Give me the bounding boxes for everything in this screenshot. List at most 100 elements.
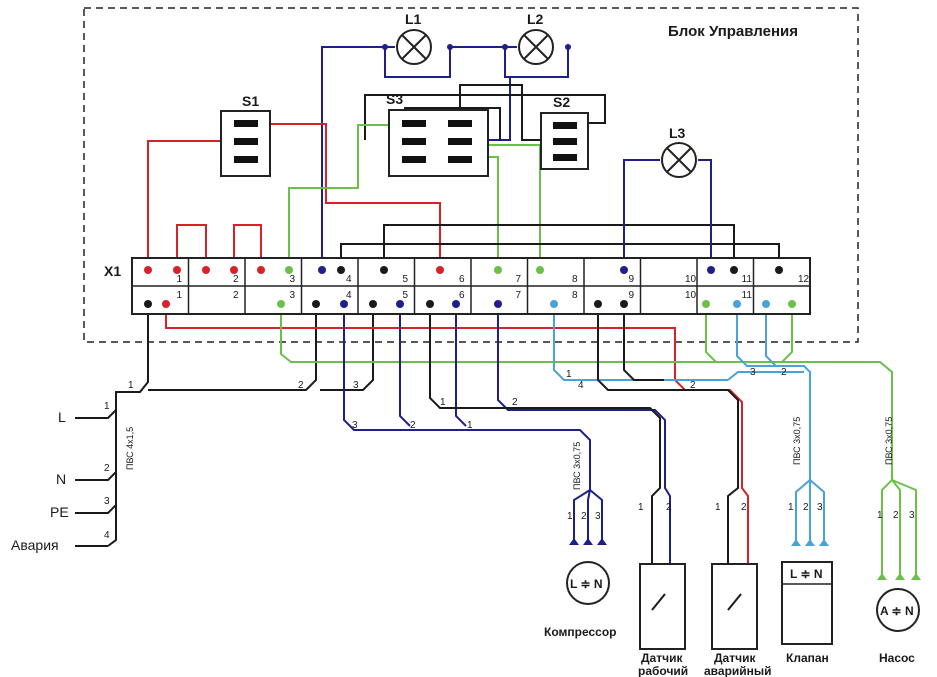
switch-s2-contacts xyxy=(553,122,577,161)
wire-black-bus xyxy=(340,224,780,268)
terminal-bottom-3: 3 xyxy=(290,290,296,301)
terminal-bottom-7: 7 xyxy=(516,290,522,301)
terminal-dot-top xyxy=(707,266,715,274)
harness-sensor-2: 2 xyxy=(512,397,518,408)
svg-text:2: 2 xyxy=(803,502,809,513)
harness-blue-1: 1 xyxy=(467,420,473,431)
svg-text:1: 1 xyxy=(638,502,644,513)
terminal-dot-bottom xyxy=(550,300,558,308)
sensor-work-contact xyxy=(651,593,666,611)
harness-main-3: 3 xyxy=(353,380,359,391)
terminal-dot-top xyxy=(380,266,388,274)
terminal-dot-top xyxy=(257,266,265,274)
terminal-dot-top xyxy=(202,266,210,274)
terminal-top-7: 7 xyxy=(516,274,522,285)
terminal-top-9: 9 xyxy=(629,274,635,285)
input-wire-3: 3 xyxy=(104,496,110,507)
terminal-dot-top xyxy=(536,266,544,274)
terminal-bottom-9: 9 xyxy=(629,290,635,301)
pump-motor xyxy=(876,588,920,632)
terminal-dot-bottom xyxy=(396,300,404,308)
terminal-dot-bottom xyxy=(144,300,152,308)
harness-mid-1: 1 xyxy=(566,369,572,380)
sensor-work-pins: 1 2 xyxy=(638,502,672,513)
sensor-work-caption-2: рабочий xyxy=(638,664,688,677)
harness-mid-4: 4 xyxy=(578,380,584,391)
sensor-alarm-caption-1: Датчик xyxy=(714,651,756,665)
svg-text:2: 2 xyxy=(741,502,747,513)
svg-text:3: 3 xyxy=(817,502,823,513)
terminal-top-8: 8 xyxy=(572,274,578,285)
input-wire-4: 4 xyxy=(104,530,110,541)
input-l-label: L xyxy=(58,409,66,425)
harness-right-3: 3 xyxy=(750,367,756,378)
harness-blue-3: 3 xyxy=(352,420,358,431)
wire-green-pump xyxy=(280,302,917,575)
valve-cable-label: ПВС 3х0,75 xyxy=(792,417,802,465)
switch-s2-label: S2 xyxy=(553,94,570,110)
harness-sensor-1: 1 xyxy=(440,397,446,408)
svg-text:2: 2 xyxy=(893,510,899,521)
valve-box xyxy=(781,561,833,645)
wire-blue-lamp-loop xyxy=(321,46,569,264)
terminal-top-4: 4 xyxy=(346,274,352,285)
control-unit-border xyxy=(83,7,859,343)
valve-pins: 1 2 3 xyxy=(788,502,823,513)
terminal-dot-bottom xyxy=(702,300,710,308)
terminal-bottom-6: 6 xyxy=(459,290,465,301)
valve-caption: Клапан xyxy=(786,651,829,665)
sensor-alarm-caption-2: аварийный xyxy=(704,664,772,677)
terminal-dot-bottom xyxy=(494,300,502,308)
valve-symbol: L ≑ N xyxy=(790,567,823,581)
terminal-dot-top xyxy=(620,266,628,274)
svg-text:3: 3 xyxy=(595,511,601,522)
pump-symbol: A ≑ N xyxy=(880,604,914,618)
input-alarm-label: Авария xyxy=(11,537,59,553)
sensor-alarm-box xyxy=(711,563,758,650)
svg-text:1: 1 xyxy=(788,502,794,513)
svg-text:3: 3 xyxy=(909,510,915,521)
lamp-l3-label: L3 xyxy=(669,125,686,141)
svg-text:2: 2 xyxy=(666,502,672,513)
terminal-top-1: 1 xyxy=(177,274,183,285)
harness-main-1: 1 xyxy=(128,380,134,391)
input-wire-2: 2 xyxy=(104,463,110,474)
pump-cable-label: ПВС 3х0,75 xyxy=(884,417,894,465)
terminal-top-6: 6 xyxy=(459,274,465,285)
terminal-dot-top xyxy=(285,266,293,274)
terminal-dot-top xyxy=(144,266,152,274)
sensor-alarm-pins: 1 2 xyxy=(715,502,747,513)
harness-main-2: 2 xyxy=(298,380,304,391)
svg-text:1: 1 xyxy=(715,502,721,513)
sensor-work-caption-1: Датчик xyxy=(641,651,683,665)
lamp-l1-label: L1 xyxy=(405,11,422,27)
terminal-dot-top xyxy=(230,266,238,274)
harness-right-2: 2 xyxy=(781,367,787,378)
terminal-dot-bottom xyxy=(426,300,434,308)
terminal-bottom-8: 8 xyxy=(572,290,578,301)
terminal-dot-bottom xyxy=(452,300,460,308)
terminal-dot-bottom xyxy=(340,300,348,308)
main-cable-label: ПВС 4х1,5 xyxy=(125,427,135,470)
wire-blue-l3 xyxy=(623,159,712,268)
terminal-bottom-10: 10 xyxy=(685,290,697,301)
pump-pins: 1 2 3 xyxy=(877,510,915,521)
input-n-label: N xyxy=(56,471,66,487)
terminal-bottom-4: 4 xyxy=(346,290,352,301)
switch-s3-label: S3 xyxy=(386,91,403,107)
wire-black-sensors xyxy=(429,302,739,610)
terminal-top-2: 2 xyxy=(233,274,239,285)
terminal-dot-top xyxy=(436,266,444,274)
lamp-terminal-dots xyxy=(382,44,571,50)
control-unit-title: Блок Управления xyxy=(668,23,798,40)
harness-mid-2: 2 xyxy=(690,380,696,391)
compressor-plug-arrows xyxy=(569,538,607,545)
switch-s1-contacts xyxy=(234,120,258,163)
lamp-l2-label: L2 xyxy=(527,11,544,27)
terminal-dot-bottom xyxy=(762,300,770,308)
terminal-dot-bottom xyxy=(788,300,796,308)
terminal-block-label: X1 xyxy=(104,263,121,279)
pump-plug-arrows xyxy=(877,573,921,580)
valve-plug-arrows xyxy=(791,539,829,546)
